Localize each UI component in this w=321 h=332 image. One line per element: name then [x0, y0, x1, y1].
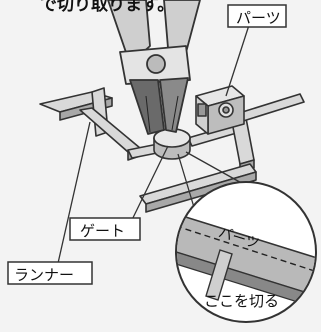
gate	[153, 128, 191, 160]
nippers-icon	[107, 0, 201, 135]
runner-label-box	[7, 261, 93, 285]
part-block	[195, 85, 245, 135]
leader-lines	[55, 21, 251, 273]
label-cut-here: ここを切る	[204, 292, 280, 310]
parts-label-box	[227, 4, 287, 28]
label-runner: ランナー	[14, 266, 75, 284]
label-gate: ゲート	[80, 222, 126, 240]
runner-frame	[39, 87, 305, 213]
heading-fragment: で切り取ります。	[40, 0, 175, 15]
label-parts: パーツ	[236, 9, 281, 27]
magnifier-inset	[175, 151, 317, 323]
gate-label-box	[69, 217, 141, 241]
